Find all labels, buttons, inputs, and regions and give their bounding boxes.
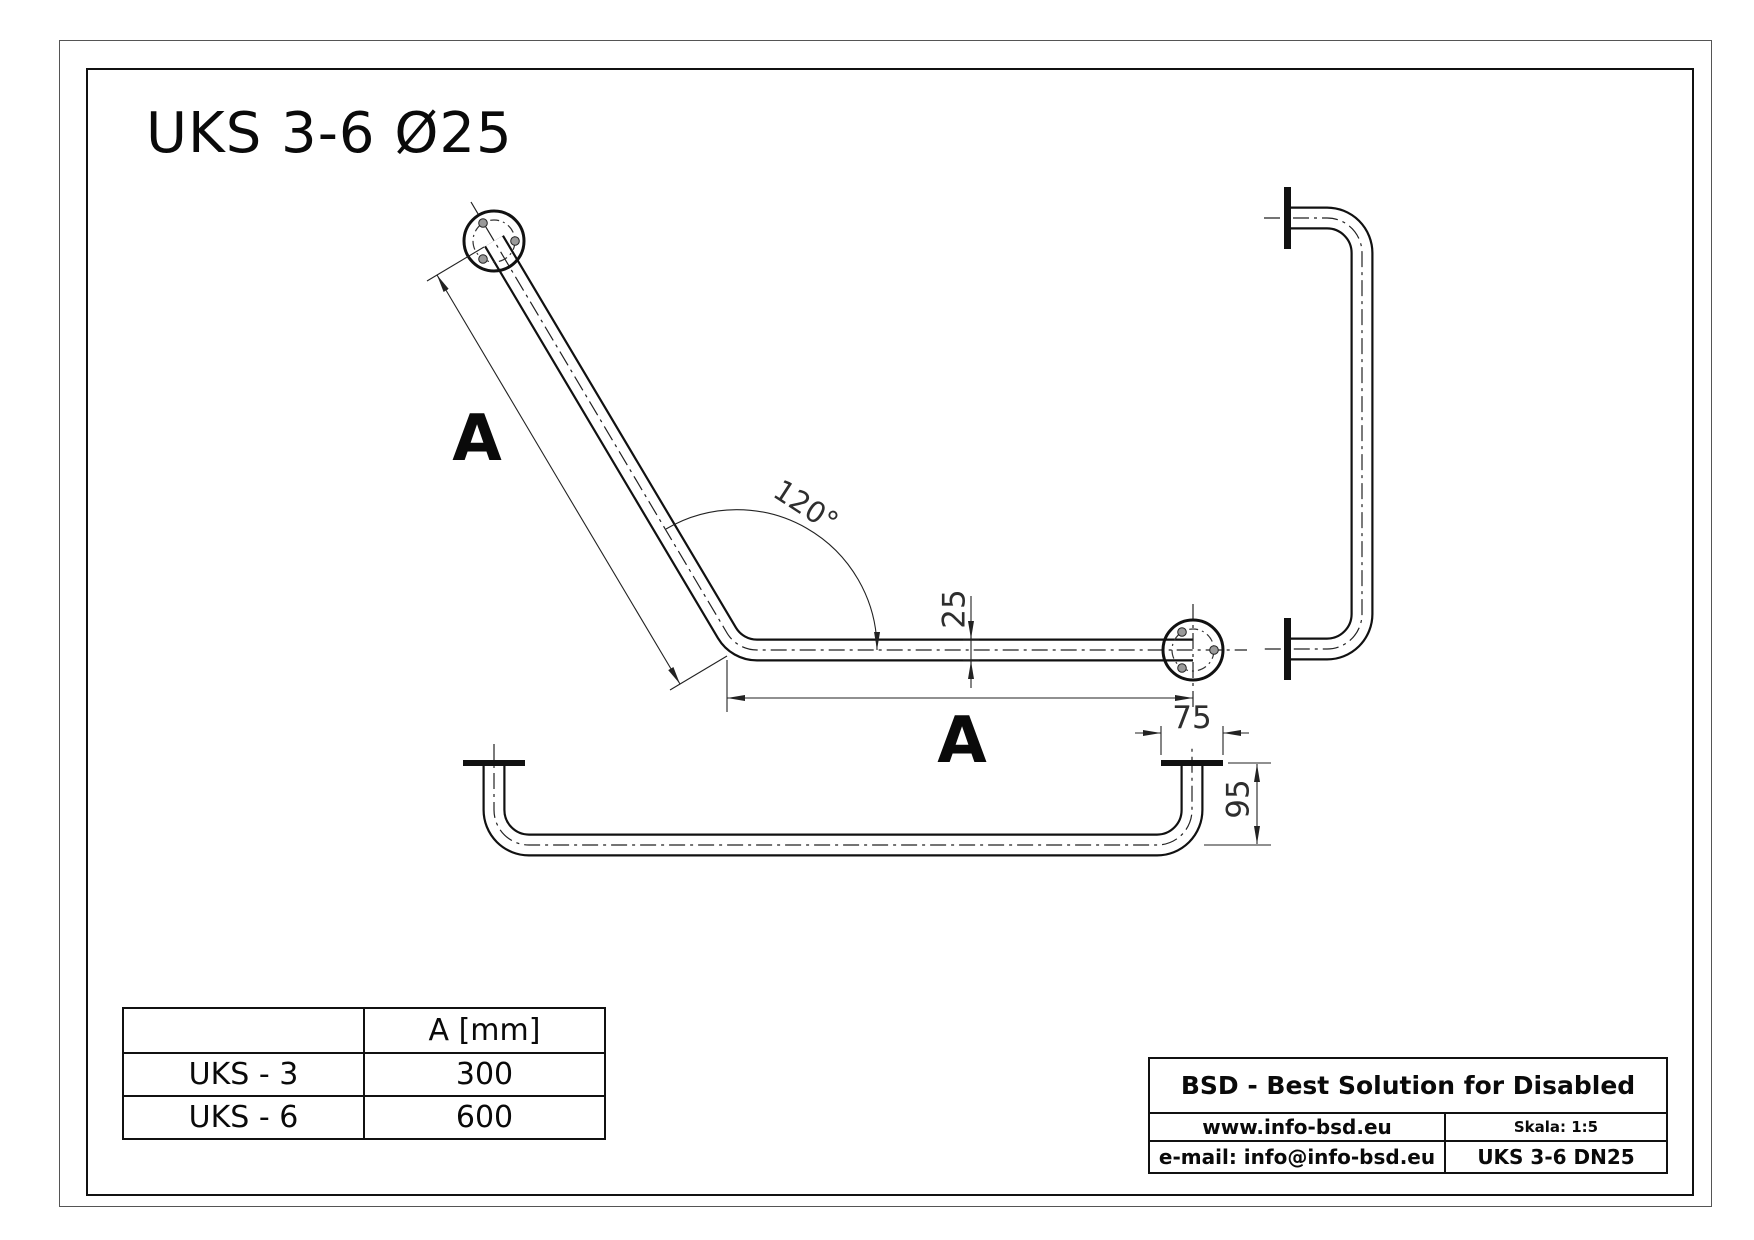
flange-outer-circle (462, 209, 526, 273)
front-tube-outline (484, 235, 1193, 662)
title-block-row3: e-mail: info@info-bsd.eu UKS 3-6 DN25 (1150, 1140, 1666, 1172)
table-cell-a-mm: 300 (363, 1052, 606, 1097)
dim-horizontal-length: A (726, 660, 1193, 778)
table-header-row: A [mm] (122, 1007, 606, 1054)
front-tube-fill (486, 236, 1193, 660)
screw-icon (1177, 627, 1187, 637)
table-row: UKS - 3 300 (122, 1052, 606, 1097)
screw-icon (1209, 645, 1219, 655)
dim-label-plate-width: 75 (1172, 700, 1211, 736)
table-header-a-mm: A [mm] (363, 1007, 606, 1054)
bottom-tube-outline (482, 766, 1204, 857)
table-cell-model: UKS - 3 (122, 1052, 365, 1097)
dim-label-a-incline: A (452, 402, 502, 476)
front-view: A 120° 25 A (426, 201, 1247, 778)
wall-plate-bottom (1284, 618, 1291, 680)
table-row: UKS - 6 600 (122, 1095, 606, 1140)
screw-icon (478, 254, 488, 264)
dim-tube-diameter: 25 (937, 589, 979, 688)
dim-label-angle: 120° (767, 473, 844, 540)
title-block: BSD - Best Solution for Disabled www.inf… (1148, 1057, 1668, 1174)
screw-icon (478, 218, 488, 228)
front-tube-centerline (470, 201, 1247, 651)
wall-plate-top (1284, 187, 1291, 249)
table-header-model (122, 1007, 365, 1054)
flange-upper-left (462, 209, 526, 273)
bottom-view: 75 95 (463, 700, 1271, 857)
title-block-product-code: UKS 3-6 DN25 (1444, 1140, 1666, 1172)
dim-wall-offset: 95 (1204, 762, 1271, 846)
bottom-tube-centerline (493, 744, 1193, 846)
dim-incline-length: A (426, 246, 728, 691)
size-table: A [mm] UKS - 3 300 UKS - 6 600 (122, 1007, 606, 1140)
side-tube-centerline (1264, 217, 1363, 650)
dim-label-wall-offset: 95 (1221, 779, 1257, 818)
dim-plate-width: 75 (1135, 700, 1249, 755)
drawing-title: UKS 3-6 Ø25 (146, 101, 513, 166)
bottom-tube-fill (484, 766, 1202, 855)
table-cell-a-mm: 600 (363, 1095, 606, 1140)
title-block-row2: www.info-bsd.eu Skala: 1:5 (1150, 1112, 1666, 1140)
title-block-scale: Skala: 1:5 (1444, 1114, 1666, 1140)
dim-label-a-horizontal: A (937, 704, 987, 778)
wall-plate-right (1161, 760, 1223, 766)
screw-icon (1177, 663, 1187, 673)
title-block-email: e-mail: info@info-bsd.eu (1150, 1140, 1444, 1172)
side-tube-outline (1291, 206, 1374, 661)
side-view (1264, 187, 1374, 680)
screw-icon (510, 236, 520, 246)
page-border-inner (86, 68, 1694, 1196)
title-block-company: BSD - Best Solution for Disabled (1180, 1071, 1636, 1100)
wall-plate-left (463, 760, 525, 766)
flange-outer-circle (1161, 618, 1225, 682)
flange-right (1161, 618, 1225, 682)
table-cell-model: UKS - 6 (122, 1095, 365, 1140)
page-border-outer (59, 40, 1712, 1207)
dim-label-diameter: 25 (937, 589, 973, 628)
title-block-website: www.info-bsd.eu (1202, 1115, 1392, 1139)
